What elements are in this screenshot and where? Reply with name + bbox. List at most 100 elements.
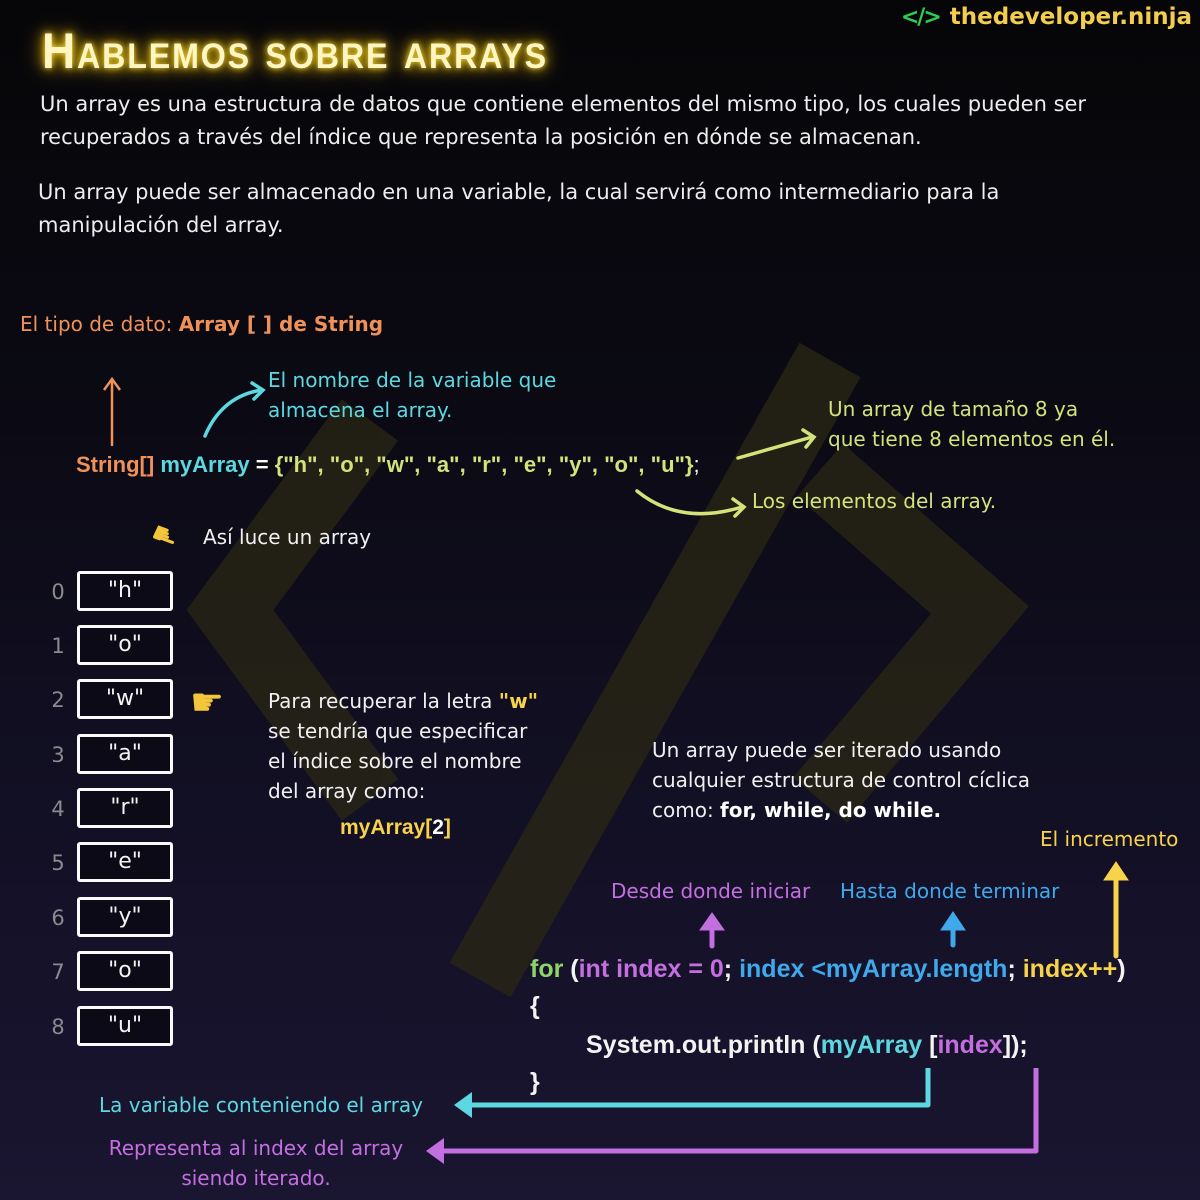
index-label: Representa al index del array siendo ite…	[101, 1133, 411, 1193]
brace-open: {	[530, 992, 540, 1020]
array-cell: "r"	[77, 788, 173, 828]
variable-bracket-arrow-icon	[470, 1068, 931, 1108]
end-arrow-icon	[940, 911, 966, 948]
code-values: {"h", "o", "w", "a", "r", "e", "y", "o",…	[274, 452, 694, 477]
loop-types: for, while, do while.	[720, 798, 942, 822]
loop-condition: index <myArray.length	[739, 955, 1008, 983]
variable-arrowhead-icon	[454, 1092, 472, 1118]
end-label: Hasta donde terminar	[840, 879, 1060, 903]
cell-index: 1	[51, 634, 65, 658]
retrieve-line4: del array como:	[268, 779, 426, 803]
array-cell: "a"	[77, 734, 173, 774]
array-size-label-line2: que tiene 8 elementos en él.	[828, 427, 1116, 451]
array-size-label-line1: Un array de tamaño 8 ya	[828, 397, 1079, 421]
iteration-intro-line2: cualquier estructura de control cíclica	[652, 768, 1031, 792]
intro-paragraph-2: Un array puede ser almacenado en una var…	[38, 176, 1168, 242]
intro-p2-line1: Un array puede ser almacenado en una var…	[38, 180, 1000, 204]
type-arrow-icon	[102, 376, 122, 446]
array-cell: "o"	[77, 625, 173, 665]
variable-name-label-line2: almacena el array.	[268, 398, 453, 422]
retrieve-code-name: myArray[	[340, 816, 433, 839]
retrieve-line2: se tendría que especificar	[268, 719, 528, 743]
variable-label: La variable conteniendo el array	[99, 1093, 424, 1117]
cell-index: 7	[51, 960, 65, 984]
name-curved-arrow-icon	[203, 381, 266, 438]
for-keyword: for	[530, 955, 564, 983]
iteration-intro-line3: como: for, while, do while.	[652, 795, 1030, 825]
print-bracket-open: [	[922, 1031, 938, 1059]
code-brackets-icon: </>	[900, 4, 942, 30]
visual-caption: Así luce un array	[203, 525, 372, 549]
size-arrow-icon	[736, 428, 817, 460]
iteration-intro-line1: Un array puede ser iterado usando	[652, 738, 1002, 762]
page-title: Hablemos sobre arrays	[42, 23, 548, 79]
code-equals: =	[249, 452, 275, 477]
retrieve-line1: Para recuperar la letra "w"	[268, 686, 538, 716]
retrieve-explanation: Para recuperar la letra "w" se tendría q…	[268, 686, 538, 806]
retrieve-code-index: 2	[432, 816, 444, 839]
intro-p2-line2: manipulación del array.	[38, 213, 284, 237]
array-cell: "h"	[77, 571, 173, 611]
code-semicolon: ;	[693, 452, 700, 477]
type-label: El tipo de dato: Array [ ] de String	[20, 309, 383, 339]
sep1: ;	[723, 955, 740, 983]
start-arrow-icon	[699, 912, 725, 949]
code-type: String[]	[76, 452, 155, 477]
index-label-line1: Representa al index del array	[108, 1136, 404, 1160]
sep2: ;	[1007, 955, 1023, 983]
brand-name: thedeveloper.ninja	[949, 4, 1192, 30]
index-arrowhead-icon	[426, 1138, 444, 1164]
loop-init: int index = 0	[578, 955, 724, 983]
intro-p1-line2: recuperados a través del índice que repr…	[40, 125, 922, 149]
cell-index: 4	[51, 797, 65, 821]
code-variable-name: myArray	[160, 452, 250, 477]
array-size-label: Un array de tamaño 8 ya que tiene 8 elem…	[828, 394, 1115, 454]
elements-label: Los elementos del array.	[752, 489, 997, 513]
intro-p1-line1: Un array es una estructura de datos que …	[40, 92, 1087, 116]
type-label-prefix: El tipo de dato:	[20, 312, 179, 336]
index-label-line2: siendo iterado.	[181, 1166, 331, 1190]
retrieve-line1-prefix: Para recuperar la letra	[268, 689, 499, 713]
loop-increment: index++	[1022, 955, 1118, 983]
retrieve-letter: "w"	[498, 689, 539, 713]
variable-name-label-line1: El nombre de la variable que	[268, 368, 557, 392]
cell-index: 3	[51, 743, 65, 767]
elements-curved-arrow-icon	[635, 489, 747, 518]
start-label: Desde donde iniciar	[611, 879, 811, 903]
index-bracket-arrow-icon	[442, 1068, 1039, 1154]
brace-close: }	[530, 1068, 540, 1096]
retrieve-line3: el índice sobre el nombre	[268, 749, 522, 773]
variable-name-label: El nombre de la variable que almacena el…	[268, 365, 556, 425]
cell-index: 2	[51, 688, 65, 712]
array-declaration-code: String[] myArray = {"h", "o", "w", "a", …	[76, 452, 700, 478]
cell-index: 6	[51, 906, 65, 930]
array-cell: "o"	[77, 951, 173, 991]
print-statement: System.out.println (myArray [index]);	[586, 1031, 1126, 1060]
increment-label: El incremento	[1040, 827, 1179, 851]
retrieve-code-close: ]	[443, 816, 451, 839]
iteration-intro: Un array puede ser iterado usando cualqu…	[652, 735, 1030, 825]
cell-index: 8	[51, 1015, 65, 1039]
array-cell: "u"	[77, 1006, 173, 1046]
cell-index: 0	[51, 580, 65, 604]
type-label-value: Array [ ] de String	[178, 312, 384, 336]
pointing-hand-right-icon: ☛	[190, 680, 225, 724]
print-suffix: ]);	[1002, 1031, 1028, 1059]
print-index: index	[937, 1031, 1003, 1059]
paren-open: (	[563, 955, 579, 983]
array-cell: "y"	[77, 897, 173, 937]
increment-arrow-icon	[1103, 861, 1129, 959]
iteration-intro-line3-prefix: como:	[652, 798, 721, 822]
intro-paragraph-1: Un array es una estructura de datos que …	[40, 88, 1170, 154]
print-variable: myArray	[820, 1031, 923, 1059]
paren-close: )	[1117, 955, 1126, 983]
print-prefix: System.out.println (	[586, 1031, 821, 1059]
for-loop-code: for (int index = 0; index <myArray.lengt…	[530, 955, 1126, 1097]
array-cell: "e"	[77, 842, 173, 882]
brand: </> thedeveloper.ninja	[901, 4, 1192, 30]
retrieve-code: myArray[2]	[340, 816, 451, 840]
for-loop-header: for (int index = 0; index <myArray.lengt…	[530, 955, 1126, 984]
array-cell: "w"	[77, 679, 173, 719]
